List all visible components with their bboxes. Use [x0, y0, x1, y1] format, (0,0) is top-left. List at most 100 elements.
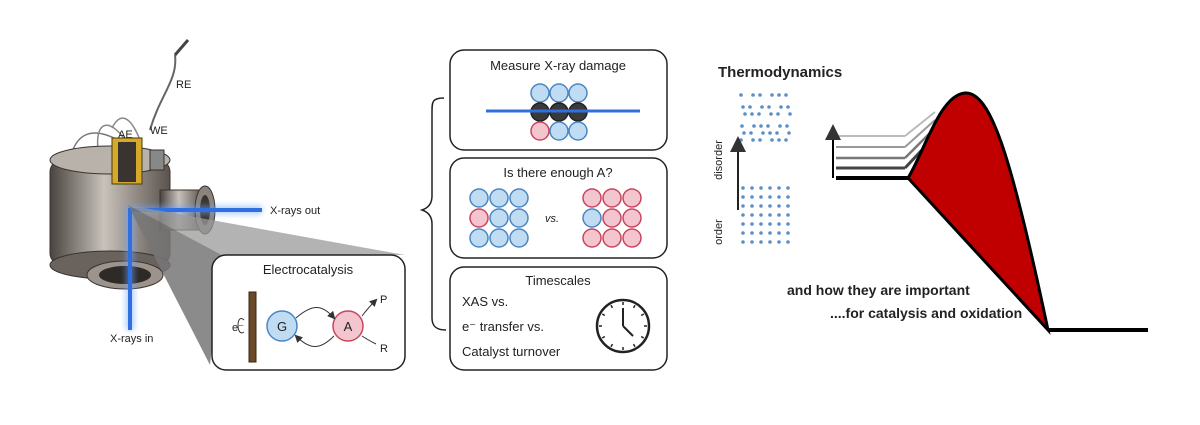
atom-circle	[509, 228, 529, 248]
atom-circle	[582, 228, 602, 248]
grid-dot	[741, 195, 745, 199]
grid-dot	[769, 112, 773, 116]
grid-dot	[779, 105, 783, 109]
atom-circle	[582, 208, 602, 228]
clock-tick	[640, 335, 645, 339]
vs-label: vs.	[545, 213, 559, 225]
r-label: R	[380, 343, 388, 355]
grid-dot	[777, 213, 781, 217]
grid-dot	[750, 231, 754, 235]
grid-dot	[748, 105, 752, 109]
label-re: RE	[176, 79, 191, 91]
grid-dot	[741, 231, 745, 235]
grid-dot	[768, 131, 772, 135]
grid-dot	[786, 240, 790, 244]
p-label: P	[380, 294, 387, 306]
timescales-title: Timescales	[525, 273, 591, 288]
atom-circle	[469, 208, 489, 228]
grid-dot	[740, 124, 744, 128]
grid-dot	[787, 131, 791, 135]
grid-dot	[786, 105, 790, 109]
grid-dot	[777, 93, 781, 97]
atom-circle	[509, 208, 529, 228]
clock-tick	[640, 313, 645, 317]
disorder-dot-grid	[739, 93, 792, 142]
grid-dot	[777, 195, 781, 199]
atom-circle	[582, 188, 602, 208]
grid-dot	[758, 138, 762, 142]
atom-circle	[509, 188, 529, 208]
atom-circle	[602, 228, 622, 248]
atom-circle	[568, 83, 588, 103]
grouping-brace	[419, 97, 447, 331]
grid-dot	[759, 186, 763, 190]
atom-circle	[530, 83, 550, 103]
grid-dot	[760, 105, 764, 109]
grid-dot	[777, 240, 781, 244]
grid-dot	[776, 112, 780, 116]
timescales-panel: Timescales XAS vs. e⁻ transfer vs. Catal…	[449, 266, 668, 371]
grid-dot	[786, 186, 790, 190]
grid-dot	[777, 186, 781, 190]
label-xrays-in: X-rays in	[110, 333, 153, 345]
grid-dot	[766, 124, 770, 128]
clock-tick	[632, 343, 636, 348]
grid-dot	[758, 93, 762, 97]
grid-dot	[786, 231, 790, 235]
thermo-caption1: and how they are important	[787, 282, 970, 298]
grid-dot	[775, 131, 779, 135]
grid-dot	[778, 124, 782, 128]
grid-dot	[777, 222, 781, 226]
grid-dot	[768, 240, 772, 244]
grid-dot	[749, 131, 753, 135]
clock-tick	[610, 343, 614, 348]
grid-dot	[784, 93, 788, 97]
atom-circle	[622, 208, 642, 228]
electrocatalysis-title: Electrocatalysis	[263, 262, 354, 277]
grid-dot	[751, 93, 755, 97]
grid-dot	[759, 204, 763, 208]
timescales-line3: Catalyst turnover	[462, 344, 561, 359]
grid-dot	[786, 213, 790, 217]
grid-dot	[768, 204, 772, 208]
enough-title: Is there enough A?	[503, 165, 612, 180]
order-label: order	[713, 219, 725, 245]
atom-circle	[602, 208, 622, 228]
grid-dot	[739, 138, 743, 142]
a-label: A	[344, 319, 353, 334]
electrocatalysis-panel: Electrocatalysis e⁻ G A P R	[211, 254, 406, 371]
atom-circle	[489, 208, 509, 228]
grid-dot	[759, 213, 763, 217]
grid-dot	[784, 138, 788, 142]
atom-circle	[469, 228, 489, 248]
grid-dot	[768, 222, 772, 226]
grid-dot	[768, 195, 772, 199]
order-dot-grid	[741, 186, 790, 244]
grid-dot	[750, 195, 754, 199]
grid-dot	[786, 222, 790, 226]
thermo-title: Thermodynamics	[718, 64, 842, 81]
grid-dot	[741, 240, 745, 244]
atom-circle	[489, 228, 509, 248]
grid-dot	[761, 131, 765, 135]
grid-dot	[788, 112, 792, 116]
grid-dot	[777, 138, 781, 142]
g-circle	[266, 310, 298, 342]
grid-dot	[757, 112, 761, 116]
grid-dot	[770, 93, 774, 97]
label-ae: AE	[118, 129, 133, 141]
disorder-label: disorder	[713, 140, 725, 180]
grid-dot	[741, 204, 745, 208]
magnification-wedge	[128, 205, 222, 365]
grid-dot	[768, 186, 772, 190]
grid-dot	[759, 222, 763, 226]
damage-title: Measure X-ray damage	[490, 58, 626, 73]
grid-dot	[750, 204, 754, 208]
atom-circle	[568, 121, 588, 141]
grid-dot	[751, 138, 755, 142]
grid-dot	[743, 112, 747, 116]
atom-circle	[549, 121, 569, 141]
atom-circle	[530, 121, 550, 141]
clock-tick	[601, 313, 606, 317]
